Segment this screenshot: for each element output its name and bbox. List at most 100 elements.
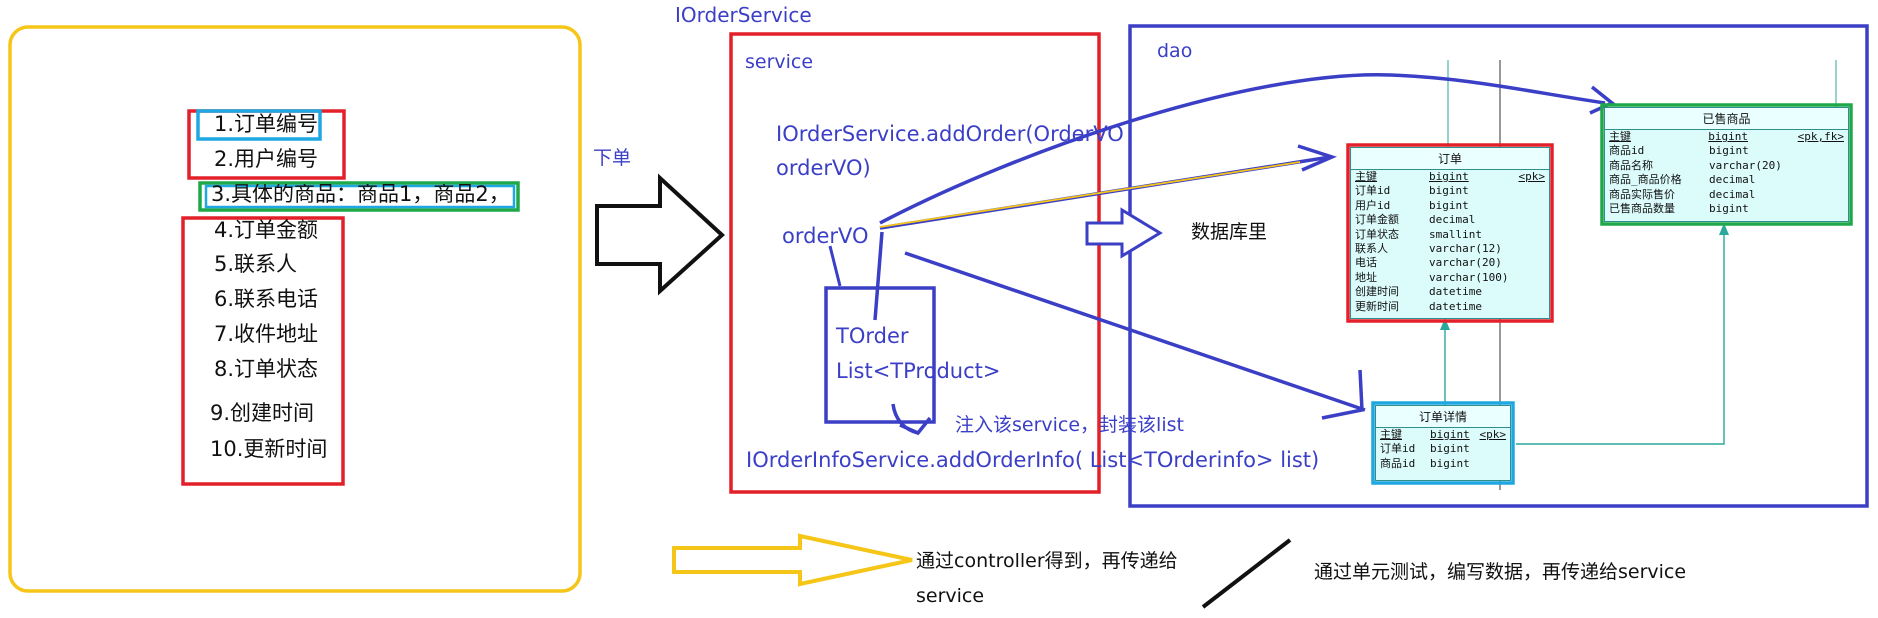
er-column-type: decimal bbox=[1709, 173, 1756, 187]
field-5: 5.联系人 bbox=[214, 252, 298, 276]
er-row: 商品实际售价 decimal bbox=[1605, 188, 1848, 202]
arrow-to-sold bbox=[879, 73, 1606, 225]
er-column-type: decimal bbox=[1709, 187, 1756, 201]
er-column-key: <pk> bbox=[1518, 170, 1546, 183]
field-8: 8.订单状态 bbox=[214, 357, 319, 381]
er-row: 订单状态 smallint bbox=[1351, 228, 1549, 242]
er-column-key bbox=[1503, 228, 1545, 242]
torder-box bbox=[824, 286, 936, 424]
er-column-key bbox=[1503, 184, 1545, 198]
er-column-key bbox=[1799, 159, 1844, 173]
er-column-name: 创建时间 bbox=[1355, 285, 1399, 299]
er-column-name: 订单金额 bbox=[1355, 213, 1399, 227]
service-box-label: service bbox=[745, 51, 814, 73]
field-10: 10.更新时间 bbox=[210, 437, 328, 461]
er-column-name: 联系人 bbox=[1355, 241, 1388, 255]
er-column-name: 电话 bbox=[1355, 256, 1377, 270]
field-4: 4.订单金额 bbox=[214, 218, 319, 242]
er-column-name: 主键 bbox=[1355, 170, 1377, 183]
er-column-key bbox=[1799, 144, 1844, 158]
product-list-label: List<TProduct> bbox=[836, 359, 1001, 383]
add-order-method-line1: IOrderService.addOrder(OrderVO bbox=[776, 122, 1124, 146]
legend-black-slash bbox=[1201, 538, 1292, 609]
er-column-key bbox=[1503, 213, 1545, 227]
torder-label: TOrder bbox=[836, 324, 909, 348]
er-column-name: 订单状态 bbox=[1355, 227, 1399, 241]
er-column-key bbox=[1476, 457, 1506, 471]
er-row: 创建时间 datetime bbox=[1351, 285, 1549, 299]
er-column-type: bigint bbox=[1429, 184, 1469, 198]
er-column-name: 商品实际售价 bbox=[1609, 187, 1675, 201]
er-row: 联系人 varchar(12) bbox=[1351, 242, 1549, 256]
field-7: 7.收件地址 bbox=[214, 322, 319, 346]
inject-note: 注入该service，封装该list bbox=[955, 414, 1184, 436]
er-table-detail-title: 订单详情 bbox=[1376, 406, 1510, 428]
er-column-type: varchar(12) bbox=[1429, 241, 1502, 255]
sold-table-border bbox=[1600, 103, 1853, 226]
arrow-to-detail bbox=[904, 251, 1366, 412]
er-column-name: 商品_商品价格 bbox=[1609, 173, 1682, 187]
er-column-name: 商品名称 bbox=[1609, 158, 1653, 172]
er-column-key bbox=[1503, 285, 1545, 299]
er-column-name: 已售商品数量 bbox=[1609, 201, 1675, 215]
er-column-name: 主键 bbox=[1609, 130, 1631, 143]
legend-black-text: 通过单元测试，编写数据，再传递给service bbox=[1314, 561, 1687, 583]
er-column-name: 订单id bbox=[1380, 442, 1416, 456]
er-column-type: bigint bbox=[1429, 198, 1469, 212]
field-group-red-2 bbox=[181, 216, 345, 486]
detail-table-border bbox=[1371, 401, 1515, 485]
er-column-key bbox=[1503, 199, 1545, 213]
er-column-type: decimal bbox=[1429, 213, 1476, 227]
field-green-box-3 bbox=[198, 181, 520, 212]
legend-yellow-arrow bbox=[672, 533, 913, 587]
er-column-name: 订单id bbox=[1355, 184, 1391, 198]
er-column-name: 地址 bbox=[1355, 270, 1377, 284]
er-row: 主键 bigint <pk> bbox=[1376, 428, 1510, 442]
er-row: 订单id bigint bbox=[1376, 442, 1510, 456]
er-table-order-title: 订单 bbox=[1351, 148, 1549, 170]
field-2: 2.用户编号 bbox=[214, 147, 319, 171]
er-column-key bbox=[1503, 300, 1545, 314]
er-column-key bbox=[1503, 271, 1545, 285]
er-row: 订单金额 decimal bbox=[1351, 213, 1549, 227]
dao-box bbox=[1128, 24, 1869, 508]
field-3: 3.具体的商品：商品1，商品2，... bbox=[211, 184, 511, 205]
er-column-type: datetime bbox=[1429, 285, 1482, 299]
er-column-type: bigint bbox=[1709, 144, 1749, 158]
order-table-border bbox=[1346, 143, 1554, 323]
field-cyan-box-3 bbox=[204, 184, 516, 209]
er-column-type: bigint bbox=[1430, 428, 1470, 441]
field-9: 9.创建时间 bbox=[210, 401, 315, 425]
er-column-key: <pk> bbox=[1479, 428, 1507, 441]
order-arrow bbox=[595, 173, 725, 296]
field-1: 1.订单编号 bbox=[214, 112, 319, 136]
field-6: 6.联系电话 bbox=[214, 287, 319, 311]
er-column-type: varchar(100) bbox=[1429, 270, 1509, 284]
er-column-key bbox=[1503, 256, 1545, 270]
database-label: 数据库里 bbox=[1191, 221, 1268, 243]
er-column-key bbox=[1503, 242, 1545, 256]
db-arrow bbox=[1085, 207, 1163, 259]
er-column-type: datetime bbox=[1429, 299, 1482, 313]
legend-yellow-text-line1: 通过controller得到，再传递给 bbox=[916, 550, 1178, 572]
er-column-type: bigint bbox=[1430, 442, 1470, 456]
er-column-type: bigint bbox=[1709, 201, 1749, 215]
er-column-type: smallint bbox=[1429, 227, 1482, 241]
legend-yellow-text-line2: service bbox=[916, 585, 985, 607]
er-column-name: 主键 bbox=[1380, 428, 1402, 441]
add-order-method-line2: orderVO) bbox=[776, 156, 871, 180]
er-column-key: <pk,fk> bbox=[1797, 130, 1844, 143]
field-cyan-box-1 bbox=[196, 109, 322, 141]
arrow-orderVO-to-torder bbox=[873, 231, 884, 321]
